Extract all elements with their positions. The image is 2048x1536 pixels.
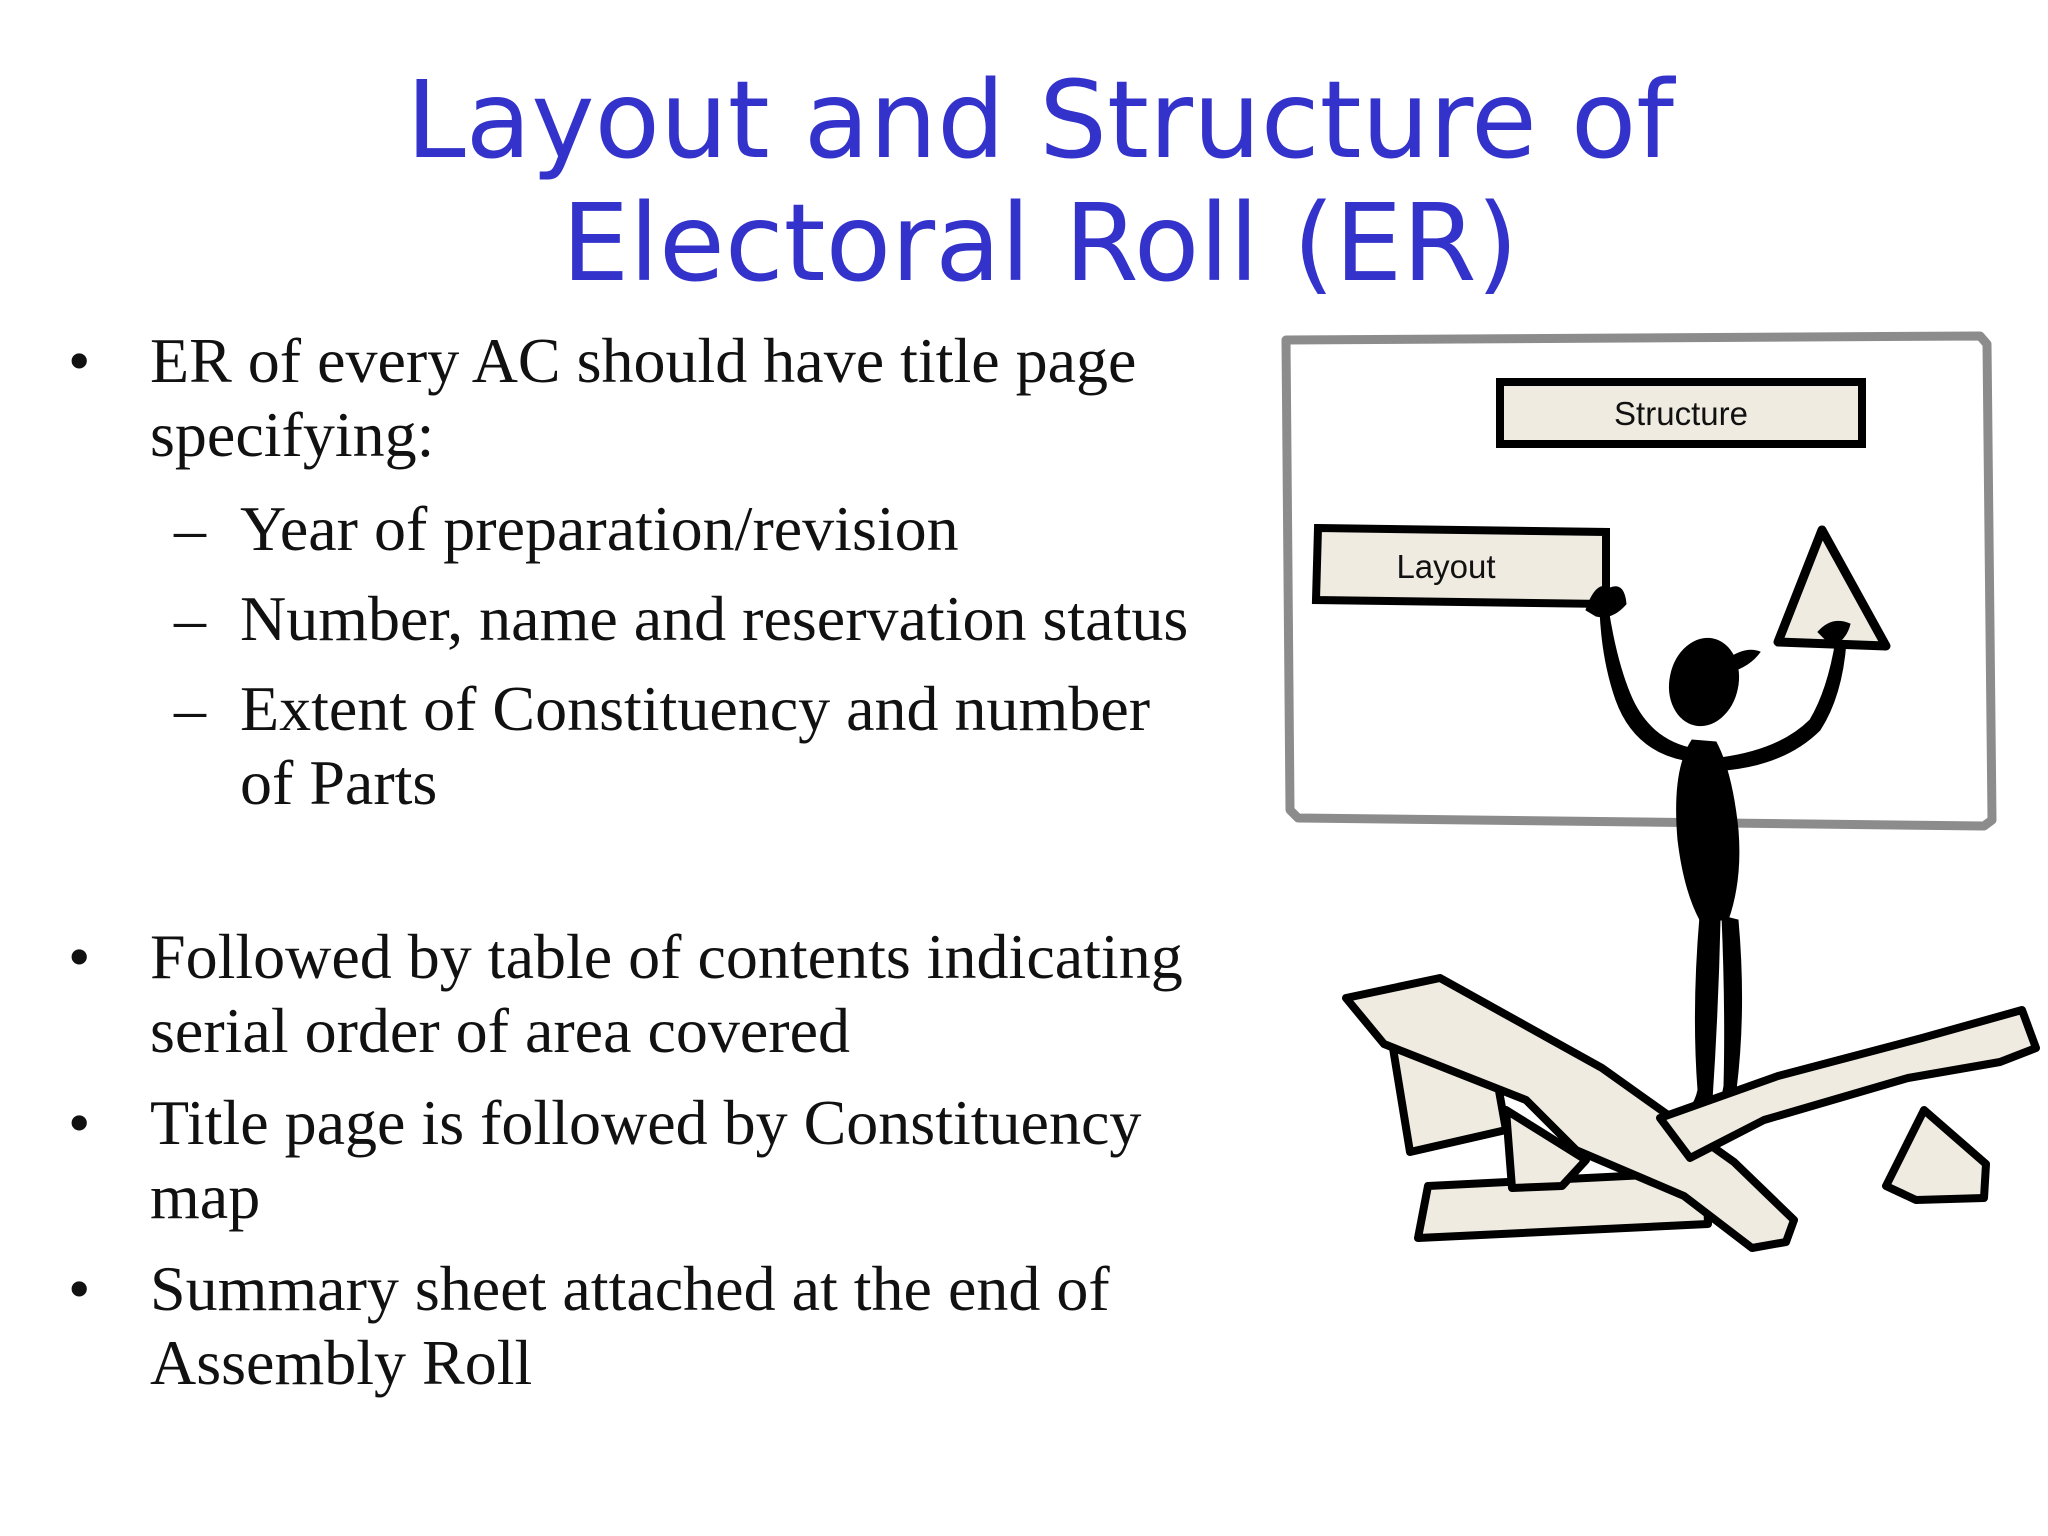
sub-bullet-text-line: Extent of Constituency and number <box>240 673 1151 744</box>
sub-bullet-item: – Number, name and reservation status <box>68 582 1298 656</box>
sub-bullet-item: – Extent of Constituency and number of P… <box>68 672 1298 820</box>
bullet-text-line: map <box>150 1161 261 1232</box>
stick-figure <box>1585 585 1851 1139</box>
slide-title-line-1: Layout and Structure of <box>406 59 1674 183</box>
dash-mark: – <box>174 583 206 654</box>
sub-bullet-text-line: Year of preparation/revision <box>240 493 959 564</box>
bullet-text-line: specifying: <box>150 399 435 470</box>
bullet-mark: • <box>68 1087 91 1158</box>
sub-bullet-text-line: of Parts <box>240 747 438 818</box>
bullet-text-line: Followed by table of contents indicating <box>150 921 1183 992</box>
bullet-text-line: serial order of area covered <box>150 995 850 1066</box>
dash-mark: – <box>174 493 206 564</box>
sub-bullet-item: – Year of preparation/revision <box>68 492 1298 566</box>
layout-structure-clipart: Structure Layout <box>1281 331 2040 1252</box>
layout-block-label: Layout <box>1396 548 1495 585</box>
slide-title-line-2: Electoral Roll (ER) <box>561 182 1519 306</box>
bullet-mark: • <box>68 921 91 992</box>
dash-mark: – <box>174 673 206 744</box>
slide-title: Layout and Structure of Electoral Roll (… <box>300 60 1780 306</box>
bullet-mark: • <box>68 1253 91 1324</box>
slide-body: • ER of every AC should have title page … <box>68 324 1298 1400</box>
bullet-text-line: Assembly Roll <box>150 1327 533 1398</box>
structure-block <box>1496 378 1866 448</box>
board-frame <box>1281 331 1997 831</box>
bullet-item: • Summary sheet attached at the end of A… <box>68 1252 1298 1400</box>
structure-block-label: Structure <box>1614 395 1748 432</box>
scattered-blocks <box>1342 974 2040 1252</box>
bullet-item: • Followed by table of contents indicati… <box>68 920 1298 1068</box>
bullet-text-line: Title page is followed by Constituency <box>150 1087 1142 1158</box>
bullet-mark: • <box>68 325 91 396</box>
bullet-text-line: Summary sheet attached at the end of <box>150 1253 1110 1324</box>
bullet-item: • ER of every AC should have title page … <box>68 324 1298 472</box>
bullet-text-line: ER of every AC should have title page <box>150 325 1137 396</box>
sub-bullet-text-line: Number, name and reservation status <box>240 583 1189 654</box>
bullet-item: • Title page is followed by Constituency… <box>68 1086 1298 1234</box>
